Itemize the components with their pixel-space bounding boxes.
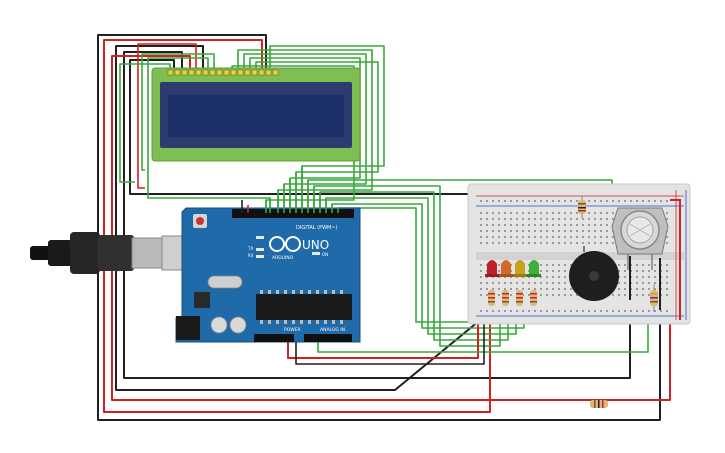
digital-header: [232, 209, 354, 218]
analog-header: [304, 334, 352, 342]
on-led-label: ON: [322, 252, 328, 257]
resistor-top: [578, 196, 586, 218]
lcd-pin-header: [167, 69, 279, 76]
lcd-display: [151, 67, 361, 162]
led-green: [527, 260, 541, 277]
resistor-sensor: [650, 284, 658, 312]
led-red: [485, 260, 499, 277]
arduino-brand-text: ARDUINO: [272, 255, 294, 261]
tx-label: TX: [247, 246, 253, 251]
lcd-screen: [168, 95, 344, 137]
rx-label: RX: [248, 253, 254, 258]
power-label: POWER: [284, 327, 301, 333]
uno-logo-text: UNO: [302, 238, 329, 252]
led-orange: [499, 260, 513, 277]
digital-header-label: DIGITAL (PWM~): [296, 225, 338, 231]
resistor-bottom: [590, 400, 608, 408]
analog-in-label: ANALOG IN: [320, 327, 345, 333]
atmega-chip: [256, 294, 352, 320]
buzzer-icon: [569, 246, 619, 301]
led-yellow: [513, 260, 527, 277]
usb-cable-icon: [30, 232, 205, 274]
power-jack: [176, 316, 200, 340]
arduino-board: UNO ARDUINO DIGITAL (PWM~) POWER ANALOG …: [175, 207, 361, 343]
arduino-logo-icon: [269, 236, 301, 252]
power-header: [254, 334, 294, 342]
led-resistors: [488, 290, 537, 306]
gas-sensor-icon: [611, 207, 669, 270]
